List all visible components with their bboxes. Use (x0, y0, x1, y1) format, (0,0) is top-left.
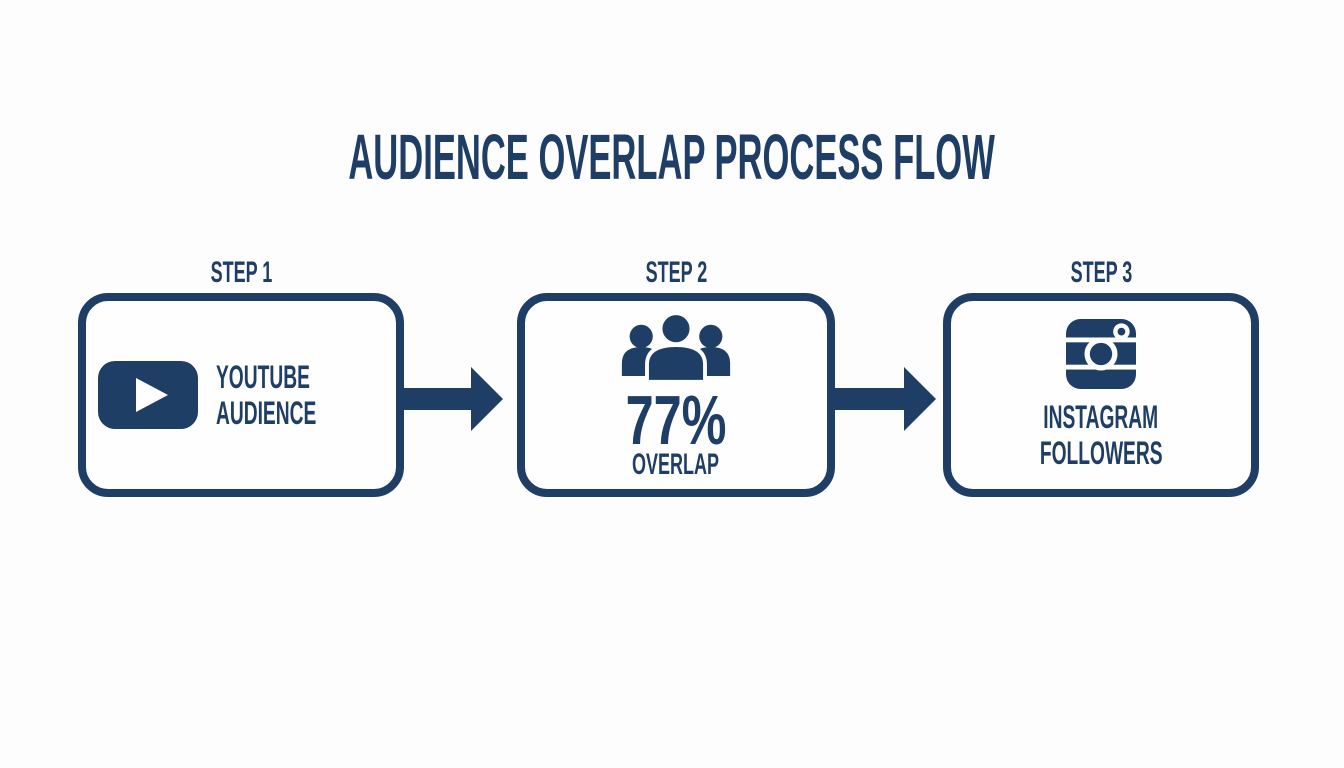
step-1-line-1: YOUTUBE (216, 359, 311, 395)
step-1-box: YOUTUBE AUDIENCE (78, 293, 404, 497)
title-row: AUDIENCE OVERLAP PROCESS FLOW (0, 122, 1344, 192)
step-3-label: STEP 3 (943, 258, 1259, 288)
arrow-right-icon (834, 367, 936, 431)
step-1-label: STEP 1 (78, 258, 404, 288)
youtube-play-icon (98, 361, 199, 429)
step-3-text: INSTAGRAM FOLLOWERS (999, 399, 1203, 471)
step-2-label: STEP 2 (517, 258, 835, 288)
step-1-text: YOUTUBE AUDIENCE (216, 359, 383, 431)
step-3-box: INSTAGRAM FOLLOWERS (943, 293, 1259, 497)
arrow-right-icon (401, 367, 503, 431)
step-1-label-text: STEP 1 (210, 256, 272, 289)
step-3-line-1: INSTAGRAM (1043, 399, 1159, 435)
step-3-line-2: FOLLOWERS (1039, 435, 1163, 471)
overlap-value: 77% (606, 381, 746, 459)
instagram-camera-icon (1066, 319, 1136, 389)
audience-group-icon (618, 310, 734, 386)
step-1-line-2: AUDIENCE (216, 395, 317, 431)
overlap-caption: OVERLAP (603, 450, 748, 480)
overlap-caption-text: OVERLAP (632, 448, 720, 481)
overlap-percentage-text: 77% (625, 381, 727, 459)
diagram-title: AUDIENCE OVERLAP PROCESS FLOW (348, 121, 996, 193)
step-2-label-text: STEP 2 (645, 256, 707, 289)
step-3-label-text: STEP 3 (1070, 256, 1132, 289)
step-2-box: 77% OVERLAP (517, 293, 835, 497)
